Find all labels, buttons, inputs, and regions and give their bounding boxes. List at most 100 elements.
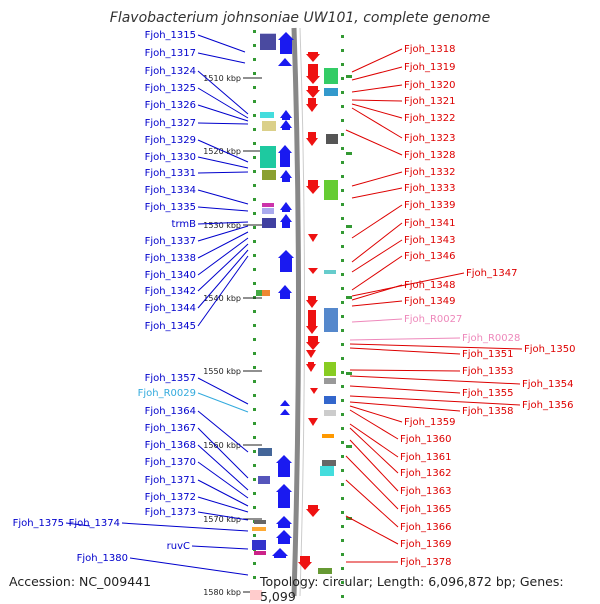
gene-label[interactable]: Fjoh_1324 (145, 66, 196, 77)
gene-arrow-reverse[interactable] (306, 362, 316, 372)
gene-arrow-reverse[interactable] (306, 180, 320, 194)
feature-block[interactable] (254, 520, 266, 524)
gene-label[interactable]: Fjoh_1333 (404, 183, 455, 194)
gene-label[interactable]: Fjoh_1374 (69, 518, 120, 529)
feature-block[interactable] (322, 434, 334, 438)
gene-label[interactable]: Fjoh_1348 (404, 280, 455, 291)
gene-arrow-forward[interactable] (278, 32, 294, 54)
gene-label[interactable]: Fjoh_1325 (145, 83, 196, 94)
feature-block[interactable] (324, 68, 338, 84)
feature-block[interactable] (262, 203, 274, 207)
gene-arrow-forward[interactable] (280, 120, 292, 130)
gene-label[interactable]: Fjoh_1321 (404, 96, 455, 107)
feature-block[interactable] (260, 146, 276, 168)
gene-label[interactable]: Fjoh_1357 (145, 373, 196, 384)
gene-label[interactable]: Fjoh_1367 (145, 423, 196, 434)
gene-label[interactable]: Fjoh_1369 (400, 539, 451, 550)
gene-label[interactable]: Fjoh_1341 (404, 218, 455, 229)
gene-label[interactable]: Fjoh_1355 (462, 388, 513, 399)
gene-label[interactable]: Fjoh_1323 (404, 133, 455, 144)
feature-block[interactable] (262, 290, 270, 296)
gene-label[interactable]: Fjoh_1371 (145, 475, 196, 486)
gene-label[interactable]: ruvC (167, 541, 190, 552)
feature-block[interactable] (262, 218, 276, 228)
gene-arrow-reverse[interactable] (306, 98, 318, 112)
gene-label[interactable]: Fjoh_1344 (145, 303, 196, 314)
gene-label[interactable]: Fjoh_1361 (400, 452, 451, 463)
gene-label[interactable]: Fjoh_1365 (400, 504, 451, 515)
feature-block[interactable] (324, 378, 336, 384)
gene-label[interactable]: Fjoh_1359 (404, 417, 455, 428)
gene-label[interactable]: Fjoh_1331 (145, 168, 196, 179)
gene-label[interactable]: Fjoh_R0028 (462, 333, 520, 344)
gene-label[interactable]: Fjoh_1356 (522, 400, 573, 411)
gene-arrow-reverse[interactable] (310, 388, 318, 394)
gene-label[interactable]: Fjoh_R0027 (404, 314, 462, 325)
gene-arrow-forward[interactable] (278, 250, 294, 272)
gene-label[interactable]: Fjoh_1380 (77, 553, 128, 564)
gene-label[interactable]: Fjoh_1319 (404, 62, 455, 73)
feature-block[interactable] (260, 34, 276, 50)
gene-arrow-forward[interactable] (280, 110, 292, 120)
gene-label[interactable]: Fjoh_1327 (145, 118, 196, 129)
gene-arrow-forward[interactable] (278, 58, 292, 66)
gene-arrow-forward[interactable] (276, 516, 292, 528)
gene-arrow-reverse[interactable] (306, 86, 320, 98)
gene-label[interactable]: Fjoh_1335 (145, 202, 196, 213)
gene-arrow-forward[interactable] (280, 202, 292, 212)
gene-label[interactable]: Fjoh_1354 (522, 379, 573, 390)
gene-label[interactable]: Fjoh_1322 (404, 113, 455, 124)
gene-label[interactable]: Fjoh_1330 (145, 152, 196, 163)
feature-block[interactable] (262, 121, 276, 131)
gene-label[interactable]: Fjoh_R0029 (138, 388, 196, 399)
gene-label[interactable]: Fjoh_1318 (404, 44, 455, 55)
gene-arrow-forward[interactable] (280, 170, 292, 182)
feature-block[interactable] (324, 180, 338, 200)
gene-label[interactable]: Fjoh_1342 (145, 286, 196, 297)
gene-label[interactable]: Fjoh_1337 (145, 236, 196, 247)
gene-label[interactable]: Fjoh_1329 (145, 135, 196, 146)
gene-label[interactable]: Fjoh_1334 (145, 185, 196, 196)
gene-arrow-reverse[interactable] (308, 234, 318, 242)
gene-label[interactable]: Fjoh_1370 (145, 457, 196, 468)
gene-label[interactable]: Fjoh_1375 (13, 518, 64, 529)
gene-label[interactable]: Fjoh_1351 (462, 349, 513, 360)
gene-label[interactable]: Fjoh_1340 (145, 270, 196, 281)
feature-block[interactable] (324, 396, 336, 404)
feature-block[interactable] (254, 551, 266, 555)
gene-label[interactable]: Fjoh_1315 (145, 30, 196, 41)
gene-label[interactable]: Fjoh_1373 (145, 507, 196, 518)
feature-block[interactable] (320, 466, 334, 476)
gene-label[interactable]: Fjoh_1347 (466, 268, 517, 279)
feature-block[interactable] (252, 527, 266, 531)
gene-arrow-forward[interactable] (280, 409, 290, 415)
gene-label[interactable]: Fjoh_1363 (400, 486, 451, 497)
gene-label[interactable]: Fjoh_1328 (404, 150, 455, 161)
gene-label[interactable]: Fjoh_1350 (524, 344, 575, 355)
gene-arrow-reverse[interactable] (306, 350, 316, 358)
gene-label[interactable]: Fjoh_1345 (145, 321, 196, 332)
gene-label[interactable]: Fjoh_1349 (404, 296, 455, 307)
feature-block[interactable] (324, 308, 338, 332)
feature-block[interactable] (262, 208, 274, 214)
gene-arrow-forward[interactable] (276, 455, 292, 477)
gene-arrow-reverse[interactable] (306, 310, 318, 334)
gene-arrow-reverse[interactable] (306, 336, 320, 350)
gene-label[interactable]: Fjoh_1343 (404, 235, 455, 246)
gene-label[interactable]: Fjoh_1360 (400, 434, 451, 445)
gene-label[interactable]: Fjoh_1366 (400, 522, 451, 533)
gene-label[interactable]: Fjoh_1353 (462, 366, 513, 377)
gene-arrow-forward[interactable] (278, 285, 292, 299)
feature-block[interactable] (324, 88, 338, 96)
gene-label[interactable]: Fjoh_1364 (145, 406, 196, 417)
gene-label[interactable]: Fjoh_1378 (400, 557, 451, 568)
gene-label[interactable]: Fjoh_1362 (400, 468, 451, 479)
feature-block[interactable] (322, 460, 336, 466)
gene-label[interactable]: Fjoh_1326 (145, 100, 196, 111)
gene-arrow-reverse[interactable] (308, 418, 318, 426)
gene-label[interactable]: Fjoh_1368 (145, 440, 196, 451)
gene-arrow-reverse[interactable] (306, 132, 318, 146)
feature-block[interactable] (258, 448, 272, 456)
gene-label[interactable]: trmB (172, 219, 197, 230)
gene-arrow-reverse[interactable] (306, 505, 320, 517)
